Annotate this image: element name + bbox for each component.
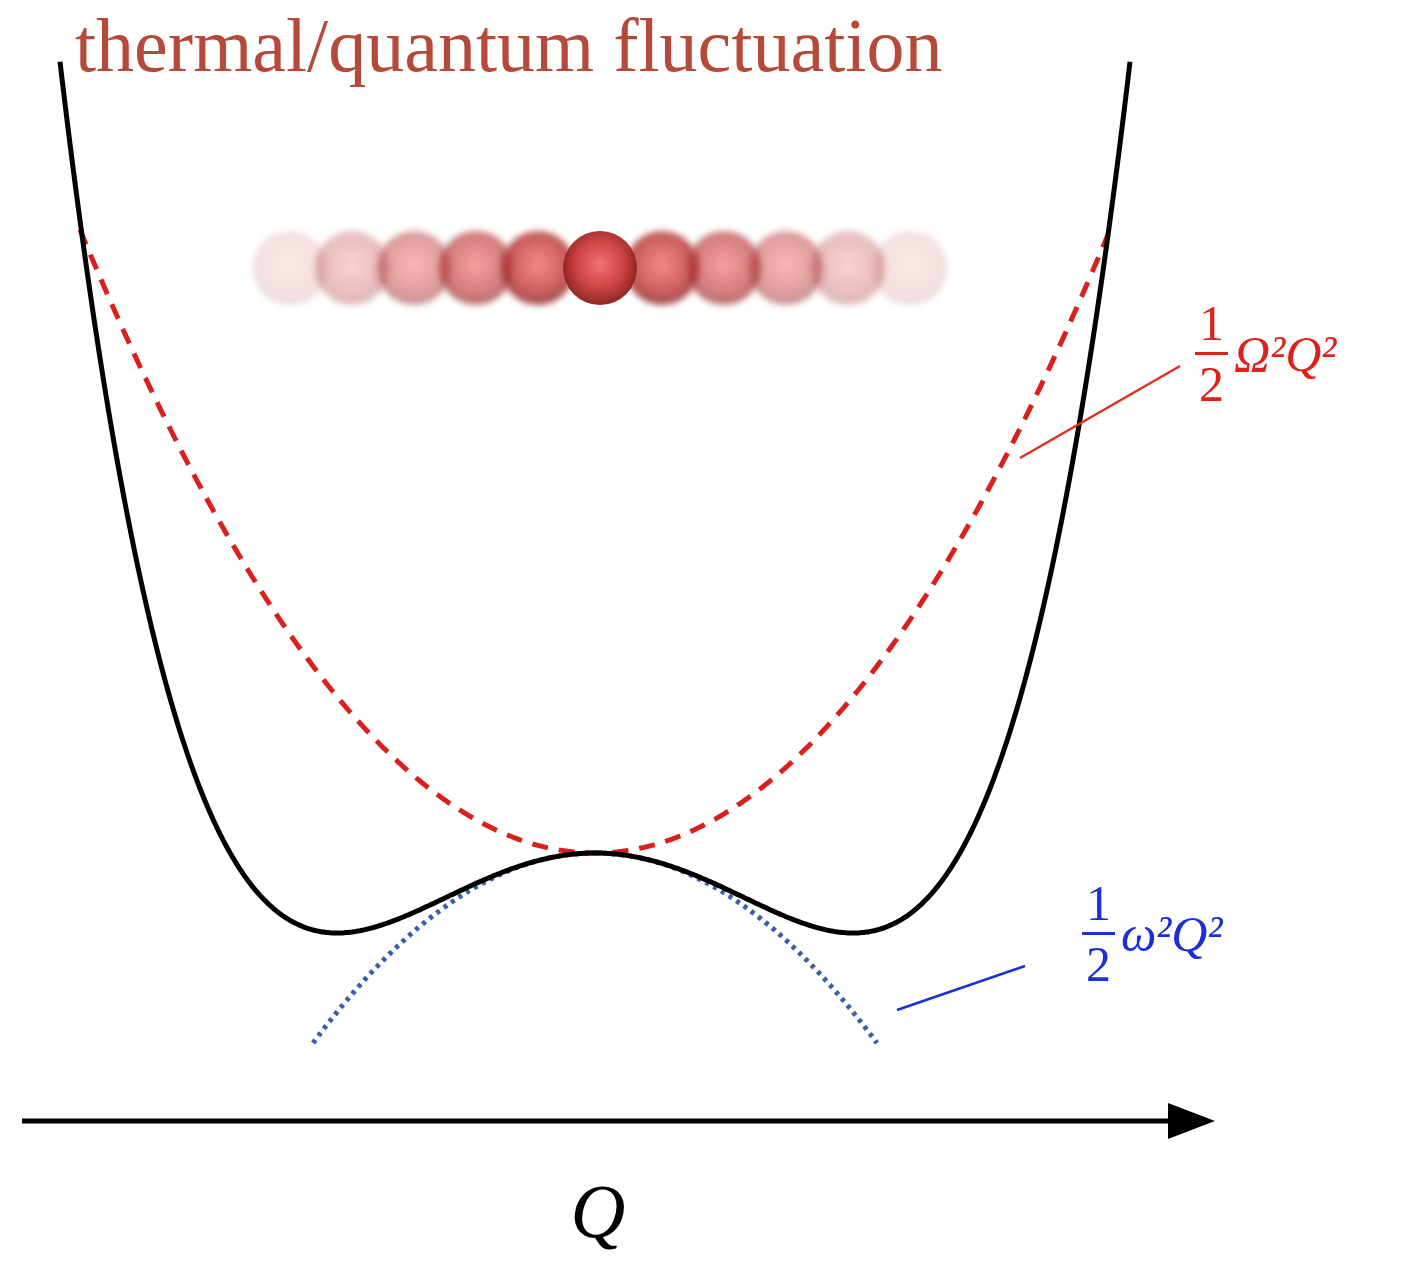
fraction: 12 (1082, 878, 1115, 989)
formula-term: ω²Q² (1121, 905, 1222, 963)
axis-label: Q (571, 1168, 626, 1255)
axis-arrowhead (1168, 1103, 1215, 1139)
formula-term: Ω²Q² (1234, 325, 1336, 383)
fraction-numerator: 1 (1195, 298, 1228, 355)
fraction-denominator: 2 (1195, 355, 1228, 409)
double-well-curve (60, 62, 1130, 933)
formula-label: 12Ω²Q² (1195, 298, 1336, 409)
formula-label: 12ω²Q² (1082, 878, 1222, 989)
fraction-denominator: 2 (1082, 935, 1115, 989)
inverted-harmonic (313, 853, 877, 1043)
fraction-numerator: 1 (1082, 878, 1115, 935)
leader-line (1020, 366, 1180, 458)
axis-line (22, 1119, 1175, 1124)
fraction: 12 (1195, 298, 1228, 409)
leader-line (897, 966, 1025, 1010)
harmonic-approximation (80, 230, 1108, 853)
particle-ball (563, 231, 637, 305)
title-text: thermal/quantum fluctuation (75, 2, 942, 89)
fluctuating-particle (253, 231, 947, 305)
